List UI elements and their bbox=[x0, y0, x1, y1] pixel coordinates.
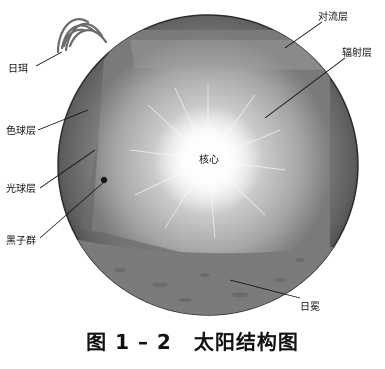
figure-title: 太阳结构图 bbox=[194, 330, 299, 354]
label-prominence: 日珥 bbox=[8, 63, 28, 75]
convection-zone bbox=[130, 40, 330, 70]
label-radiation-zone: 辐射层 bbox=[342, 46, 372, 59]
label-corona: 日冕 bbox=[300, 301, 320, 313]
label-chromosphere: 色球层 bbox=[6, 124, 36, 137]
prominence-flare bbox=[58, 19, 106, 52]
leader-convection bbox=[285, 22, 322, 48]
label-convection-zone: 对流层 bbox=[318, 10, 348, 23]
label-sunspot: 黑子群 bbox=[6, 234, 36, 247]
leader-prominence bbox=[36, 52, 62, 66]
label-core: 核心 bbox=[199, 153, 219, 166]
label-photosphere: 光球层 bbox=[6, 182, 36, 195]
figure-number: 图 1 – 2 bbox=[86, 330, 172, 354]
figure-caption: 图 1 – 2 太阳结构图 bbox=[0, 326, 385, 355]
